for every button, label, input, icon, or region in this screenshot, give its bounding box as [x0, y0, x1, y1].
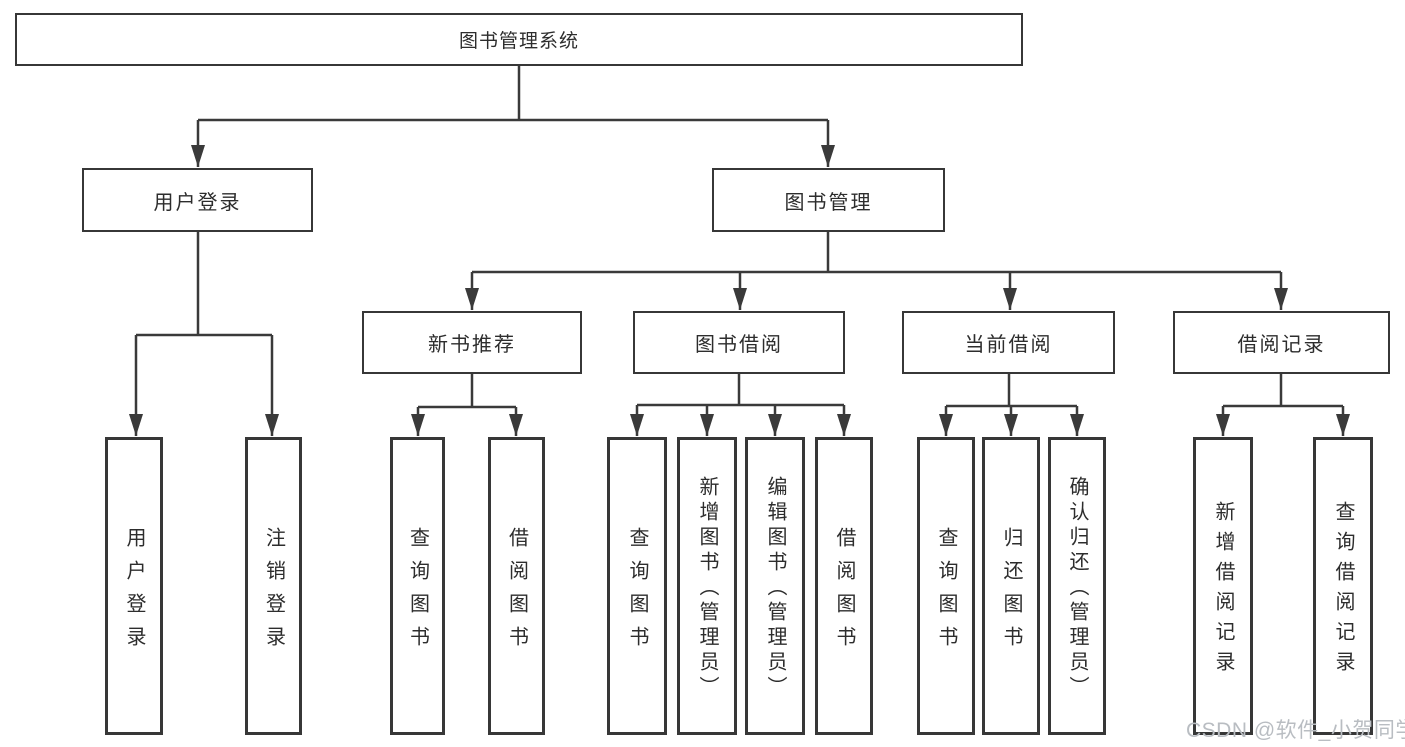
leaf-bb-add-books-admin: 新增图书（管理员）: [677, 437, 737, 735]
node-book-borrow: 图书借阅: [633, 311, 845, 374]
node-user-login: 用户登录: [82, 168, 313, 232]
leaf-bb-add-books-admin-label: 新增图书（管理员）: [696, 476, 718, 701]
leaf-br-add-borrow-record: 新增借阅记录: [1193, 437, 1253, 735]
node-book-management: 图书管理: [712, 168, 945, 232]
leaf-nbr-query-books-label: 查询图书: [406, 526, 429, 659]
leaf-cb-confirm-return-admin-label: 确认归还（管理员）: [1066, 476, 1088, 701]
leaf-bb-edit-books-admin-label: 编辑图书（管理员）: [764, 476, 786, 701]
leaf-nbr-borrow-books-label: 借阅图书: [505, 526, 528, 659]
node-current-borrow: 当前借阅: [902, 311, 1115, 374]
leaf-bb-edit-books-admin: 编辑图书（管理员）: [745, 437, 805, 735]
leaf-cb-return-books: 归还图书: [982, 437, 1040, 735]
leaf-br-query-borrow-record: 查询借阅记录: [1313, 437, 1373, 735]
leaf-br-add-borrow-record-label: 新增借阅记录: [1212, 501, 1234, 681]
leaf-ul-logout: 注销登录: [245, 437, 302, 735]
node-borrow-records-label: 借阅记录: [1237, 334, 1326, 356]
leaf-bb-query-books-label: 查询图书: [626, 526, 648, 659]
node-borrow-records: 借阅记录: [1173, 311, 1390, 374]
leaf-ul-user-login: 用户登录: [105, 437, 163, 735]
node-user-login-label: 用户登录: [153, 191, 242, 214]
node-book-borrow-label: 图书借阅: [695, 334, 783, 356]
node-new-book-recommend-label: 新书推荐: [428, 334, 516, 356]
leaf-cb-query-books: 查询图书: [917, 437, 975, 735]
leaf-bb-borrow-books-label: 借阅图书: [833, 526, 855, 659]
node-current-borrow-label: 当前借阅: [964, 334, 1053, 356]
leaf-ul-user-login-label: 用户登录: [123, 526, 145, 659]
csdn-watermark: CSDN @软件_小贺同学: [1186, 719, 1405, 742]
node-new-book-recommend: 新书推荐: [362, 311, 582, 374]
leaf-nbr-query-books: 查询图书: [390, 437, 445, 735]
leaf-bb-borrow-books: 借阅图书: [815, 437, 873, 735]
leaf-cb-query-books-label: 查询图书: [935, 526, 957, 659]
leaf-cb-confirm-return-admin: 确认归还（管理员）: [1048, 437, 1106, 735]
leaf-bb-query-books: 查询图书: [607, 437, 667, 735]
node-root-label: 图书管理系统: [458, 31, 579, 52]
node-root-system: 图书管理系统: [15, 13, 1023, 66]
leaf-br-query-borrow-record-label: 查询借阅记录: [1332, 501, 1354, 681]
leaf-nbr-borrow-books: 借阅图书: [488, 437, 545, 735]
leaf-cb-return-books-label: 归还图书: [1000, 526, 1022, 659]
leaf-ul-logout-label: 注销登录: [262, 526, 285, 659]
node-book-management-label: 图书管理: [784, 191, 873, 214]
